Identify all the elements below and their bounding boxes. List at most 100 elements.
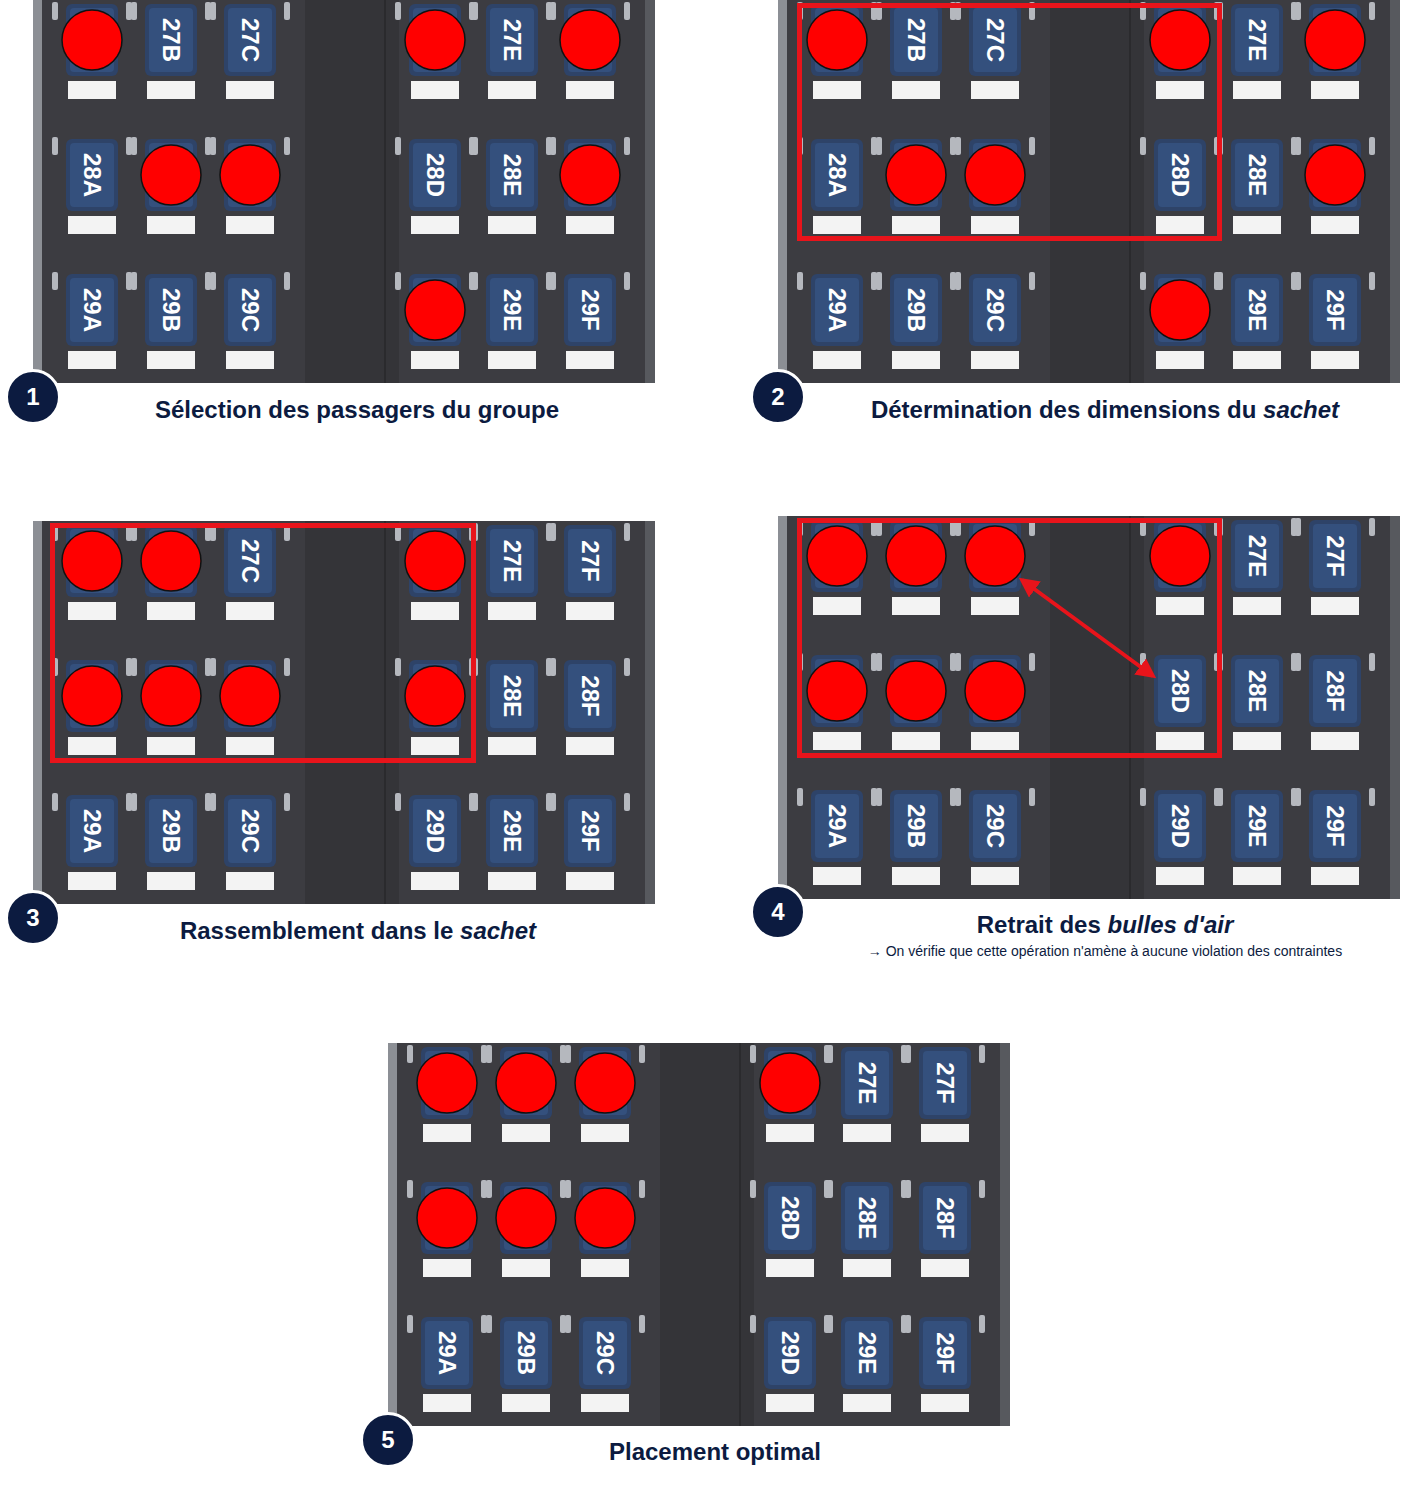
armrest xyxy=(955,788,961,806)
armrest xyxy=(1369,2,1375,20)
armrest xyxy=(955,272,961,290)
seat-label: 29C xyxy=(593,1331,617,1375)
seat-label: 27E xyxy=(500,19,524,62)
armrest xyxy=(1369,653,1375,671)
seat xyxy=(66,139,118,211)
armrest xyxy=(639,1045,645,1063)
seat-label: 29A xyxy=(825,288,849,332)
seat xyxy=(1309,274,1361,346)
seat-label: 28D xyxy=(1168,669,1192,713)
armrest xyxy=(1140,137,1146,155)
seat-label: 29A xyxy=(80,809,104,853)
seat-tag xyxy=(1233,81,1281,99)
seat-tag xyxy=(488,737,536,755)
caption-note: → On vérifie que cette opération n'amène… xyxy=(868,943,1342,960)
passenger-marker xyxy=(417,1053,477,1113)
seat-tag xyxy=(1233,732,1281,750)
seat-label: 29C xyxy=(238,809,262,853)
armrest xyxy=(1029,137,1035,155)
step-badge: 2 xyxy=(750,369,806,425)
seat xyxy=(1231,790,1283,862)
passenger-marker xyxy=(886,526,946,586)
seat xyxy=(224,525,276,597)
seat-tag xyxy=(566,737,614,755)
seat-tag xyxy=(813,351,861,369)
seat-map: 27B27C27E28A28D28E29A29B29C29E29F xyxy=(33,0,655,383)
seat xyxy=(224,274,276,346)
seat-cushion xyxy=(1235,278,1279,342)
seat-tag xyxy=(502,1259,550,1277)
armrest xyxy=(955,137,961,155)
seat-tag xyxy=(566,602,614,620)
seat-cushion xyxy=(70,143,114,207)
seat-label: 29A xyxy=(435,1331,459,1375)
seat xyxy=(919,1047,971,1119)
seat xyxy=(409,139,461,211)
armrest xyxy=(1369,518,1375,536)
seat-tag xyxy=(566,872,614,890)
passenger-marker xyxy=(575,1188,635,1248)
seat-cushion xyxy=(149,278,193,342)
seat-cushion xyxy=(228,8,272,72)
armrest xyxy=(395,137,401,155)
seat xyxy=(486,795,538,867)
passenger-marker xyxy=(575,1053,635,1113)
seat xyxy=(1231,520,1283,592)
seat-cushion xyxy=(1158,659,1202,723)
passenger-marker xyxy=(560,145,620,205)
seat-label: 27B xyxy=(904,18,928,62)
seat xyxy=(1231,4,1283,76)
cabin-wall-right xyxy=(645,521,655,904)
cabin-floor xyxy=(778,516,1400,899)
armrest xyxy=(750,1180,756,1198)
seat-label: 28E xyxy=(1245,154,1269,197)
seat-cushion xyxy=(1158,143,1202,207)
seat xyxy=(564,525,616,597)
armrest xyxy=(550,658,556,676)
seat xyxy=(224,795,276,867)
seat-tag xyxy=(502,1394,550,1412)
seat-cushion xyxy=(973,8,1017,72)
seat-cushion xyxy=(1313,794,1357,858)
armrest xyxy=(1029,788,1035,806)
seat-tag xyxy=(813,216,861,234)
seat-tag xyxy=(147,737,195,755)
seat-tag xyxy=(411,351,459,369)
seat-label: 28E xyxy=(855,1197,879,1240)
seat-tag xyxy=(423,1259,471,1277)
seat-tag xyxy=(892,351,940,369)
seat-tag xyxy=(411,81,459,99)
passenger-marker xyxy=(220,666,280,726)
seat-cushion xyxy=(490,664,534,728)
seat-cushion xyxy=(1313,659,1357,723)
armrest xyxy=(131,793,137,811)
seat-cushion xyxy=(568,278,612,342)
seat-tag xyxy=(892,81,940,99)
armrest xyxy=(624,272,630,290)
seat-cushion xyxy=(70,799,114,863)
seat-tag xyxy=(892,216,940,234)
seat xyxy=(890,790,942,862)
seat-tag xyxy=(971,81,1019,99)
seat-tag xyxy=(581,1124,629,1142)
seat-label: 27F xyxy=(578,540,602,581)
seat xyxy=(1231,139,1283,211)
armrest xyxy=(624,523,630,541)
seat-cushion xyxy=(490,143,534,207)
armrest xyxy=(284,272,290,290)
seat-cushion xyxy=(923,1186,967,1250)
step-caption: Retrait desbulles d'air xyxy=(977,911,1234,940)
seat-label: 29B xyxy=(159,288,183,332)
armrest xyxy=(1295,2,1301,20)
passenger-marker xyxy=(417,1188,477,1248)
seat-cushion xyxy=(583,1321,627,1385)
bubble-arrow xyxy=(1022,580,1153,676)
aisle xyxy=(1050,0,1144,383)
armrest xyxy=(486,1180,492,1198)
armrest xyxy=(1369,788,1375,806)
seat xyxy=(841,1182,893,1254)
armrest xyxy=(565,1180,571,1198)
step-badge: 4 xyxy=(750,884,806,940)
passenger-marker xyxy=(1305,10,1365,70)
